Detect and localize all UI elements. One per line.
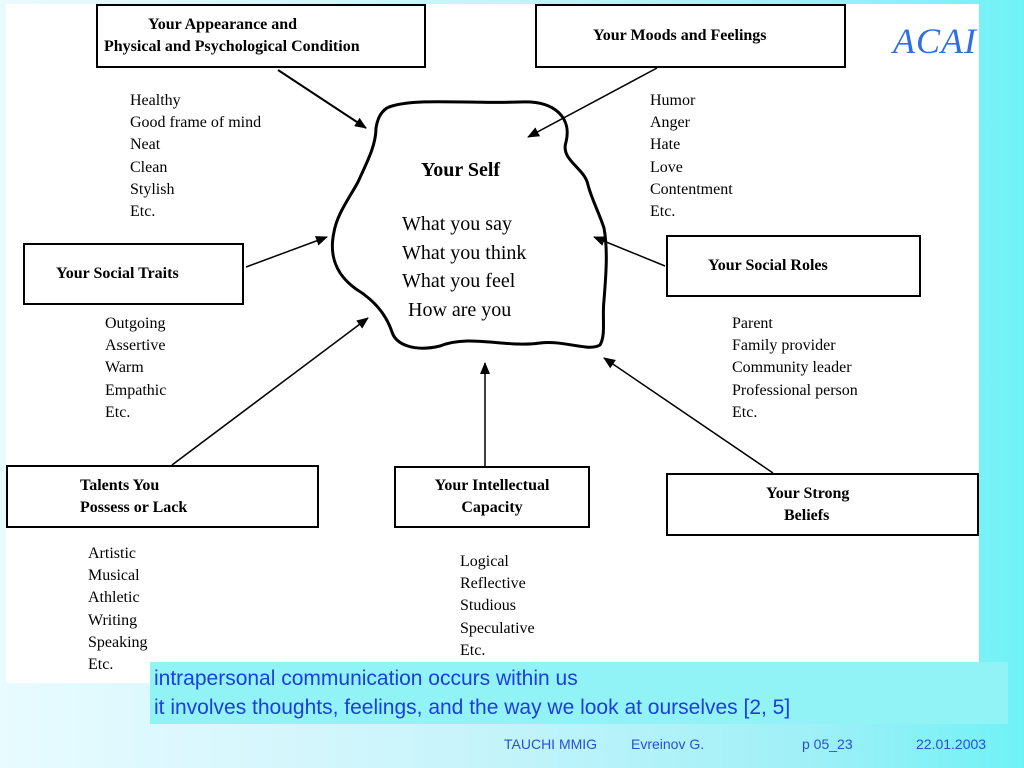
- list-item: Warm: [105, 359, 144, 377]
- box-intellectual-line2: Capacity: [461, 499, 523, 516]
- list-intellectual: Logical Reflective Studious Speculative …: [460, 551, 535, 662]
- list-talents: Artistic Musical Athletic Writing Speaki…: [88, 543, 148, 676]
- list-item: Clean: [130, 158, 168, 176]
- self-title: Your Self: [421, 159, 501, 181]
- caption: intrapersonal communication occurs withi…: [150, 662, 1008, 724]
- self-line: How are you: [408, 299, 512, 322]
- self-lines: What you say What you think What you fee…: [402, 210, 526, 325]
- caption-line: it involves thoughts, feelings, and the …: [154, 696, 791, 719]
- list-item: Parent: [732, 315, 773, 332]
- list-item: Humor: [650, 92, 696, 109]
- list-item: Artistic: [88, 545, 136, 562]
- box-beliefs: Your Strong Beliefs: [666, 473, 979, 536]
- list-item: Empathic: [105, 381, 167, 399]
- list-item: Athletic: [88, 589, 140, 607]
- list-item: Etc.: [88, 656, 114, 674]
- list-item: Professional person: [732, 381, 858, 399]
- self-line: What you say: [402, 213, 512, 235]
- list-social-traits: Outgoing Assertive Warm Empathic Etc.: [105, 313, 166, 424]
- arrow-moods: [527, 67, 658, 138]
- arrow-social-roles: [593, 236, 666, 267]
- list-item: Etc.: [650, 203, 676, 221]
- box-moods: Your Moods and Feelings: [535, 4, 846, 68]
- footer-page: p 05_23: [802, 736, 853, 752]
- footer-source: TAUCHI MMIG: [504, 736, 598, 752]
- list-item: Musical: [88, 567, 140, 585]
- footer-date: 22.01.2003: [916, 736, 987, 752]
- box-talents-line2: Possess or Lack: [80, 498, 188, 516]
- arrow-talents: [171, 317, 369, 466]
- caption-line: intrapersonal communication occurs withi…: [154, 667, 578, 690]
- list-item: Neat: [130, 136, 161, 154]
- list-item: Assertive: [105, 337, 166, 355]
- box-social-traits-line1: Your Social Traits: [56, 265, 179, 282]
- list-item: Contentment: [650, 180, 733, 198]
- list-item: Anger: [650, 114, 690, 132]
- box-intellectual: Your Intellectual Capacity: [394, 466, 590, 528]
- list-item: Reflective: [460, 575, 526, 593]
- list-item: Logical: [460, 553, 509, 570]
- box-moods-line1: Your Moods and Feelings: [593, 27, 767, 44]
- list-item: Outgoing: [105, 315, 166, 332]
- list-item: Hate: [650, 136, 681, 154]
- arrow-beliefs: [603, 357, 774, 474]
- list-moods: Humor Anger Hate Love Contentment Etc.: [650, 90, 733, 223]
- box-social-roles-line1: Your Social Roles: [708, 257, 828, 274]
- box-social-roles: Your Social Roles: [666, 235, 921, 297]
- box-appearance-line2: Physical and Psychological Condition: [104, 38, 360, 55]
- list-item: Love: [650, 158, 683, 176]
- box-beliefs-line2: Beliefs: [784, 506, 830, 524]
- box-social-traits: Your Social Traits: [23, 243, 244, 305]
- list-item: Etc.: [460, 641, 486, 659]
- list-social-roles: Parent Family provider Community leader …: [732, 313, 858, 424]
- list-item: Etc.: [105, 403, 131, 421]
- list-item: Writing: [88, 611, 138, 629]
- arrow-appearance: [277, 69, 367, 129]
- list-item: Good frame of mind: [130, 114, 262, 132]
- acai-logo: ACAI: [893, 21, 977, 61]
- list-item: Healthy: [130, 92, 181, 109]
- box-talents-line1: Talents You: [80, 476, 160, 494]
- list-item: Family provider: [732, 337, 836, 355]
- list-item: Studious: [460, 597, 517, 615]
- footer-author: Evreinov G.: [631, 736, 705, 752]
- box-appearance-line1: Your Appearance and: [148, 16, 298, 33]
- list-item: Stylish: [130, 180, 175, 198]
- list-item: Etc.: [130, 203, 156, 221]
- self-line: What you feel: [402, 270, 516, 293]
- list-item: Community leader: [732, 359, 852, 377]
- box-talents: Talents You Possess or Lack: [6, 465, 319, 528]
- arrow-social-traits: [245, 236, 328, 268]
- list-item: Speculative: [460, 619, 535, 637]
- list-appearance: Healthy Good frame of mind Neat Clean St…: [130, 90, 261, 223]
- self-line: What you think: [402, 241, 527, 264]
- list-item: Etc.: [732, 403, 758, 421]
- list-item: Speaking: [88, 633, 148, 651]
- box-intellectual-line1: Your Intellectual: [434, 477, 550, 494]
- self-blob: [330, 100, 608, 350]
- box-appearance: Your Appearance and Physical and Psychol…: [96, 4, 426, 68]
- box-beliefs-line1: Your Strong: [766, 484, 850, 502]
